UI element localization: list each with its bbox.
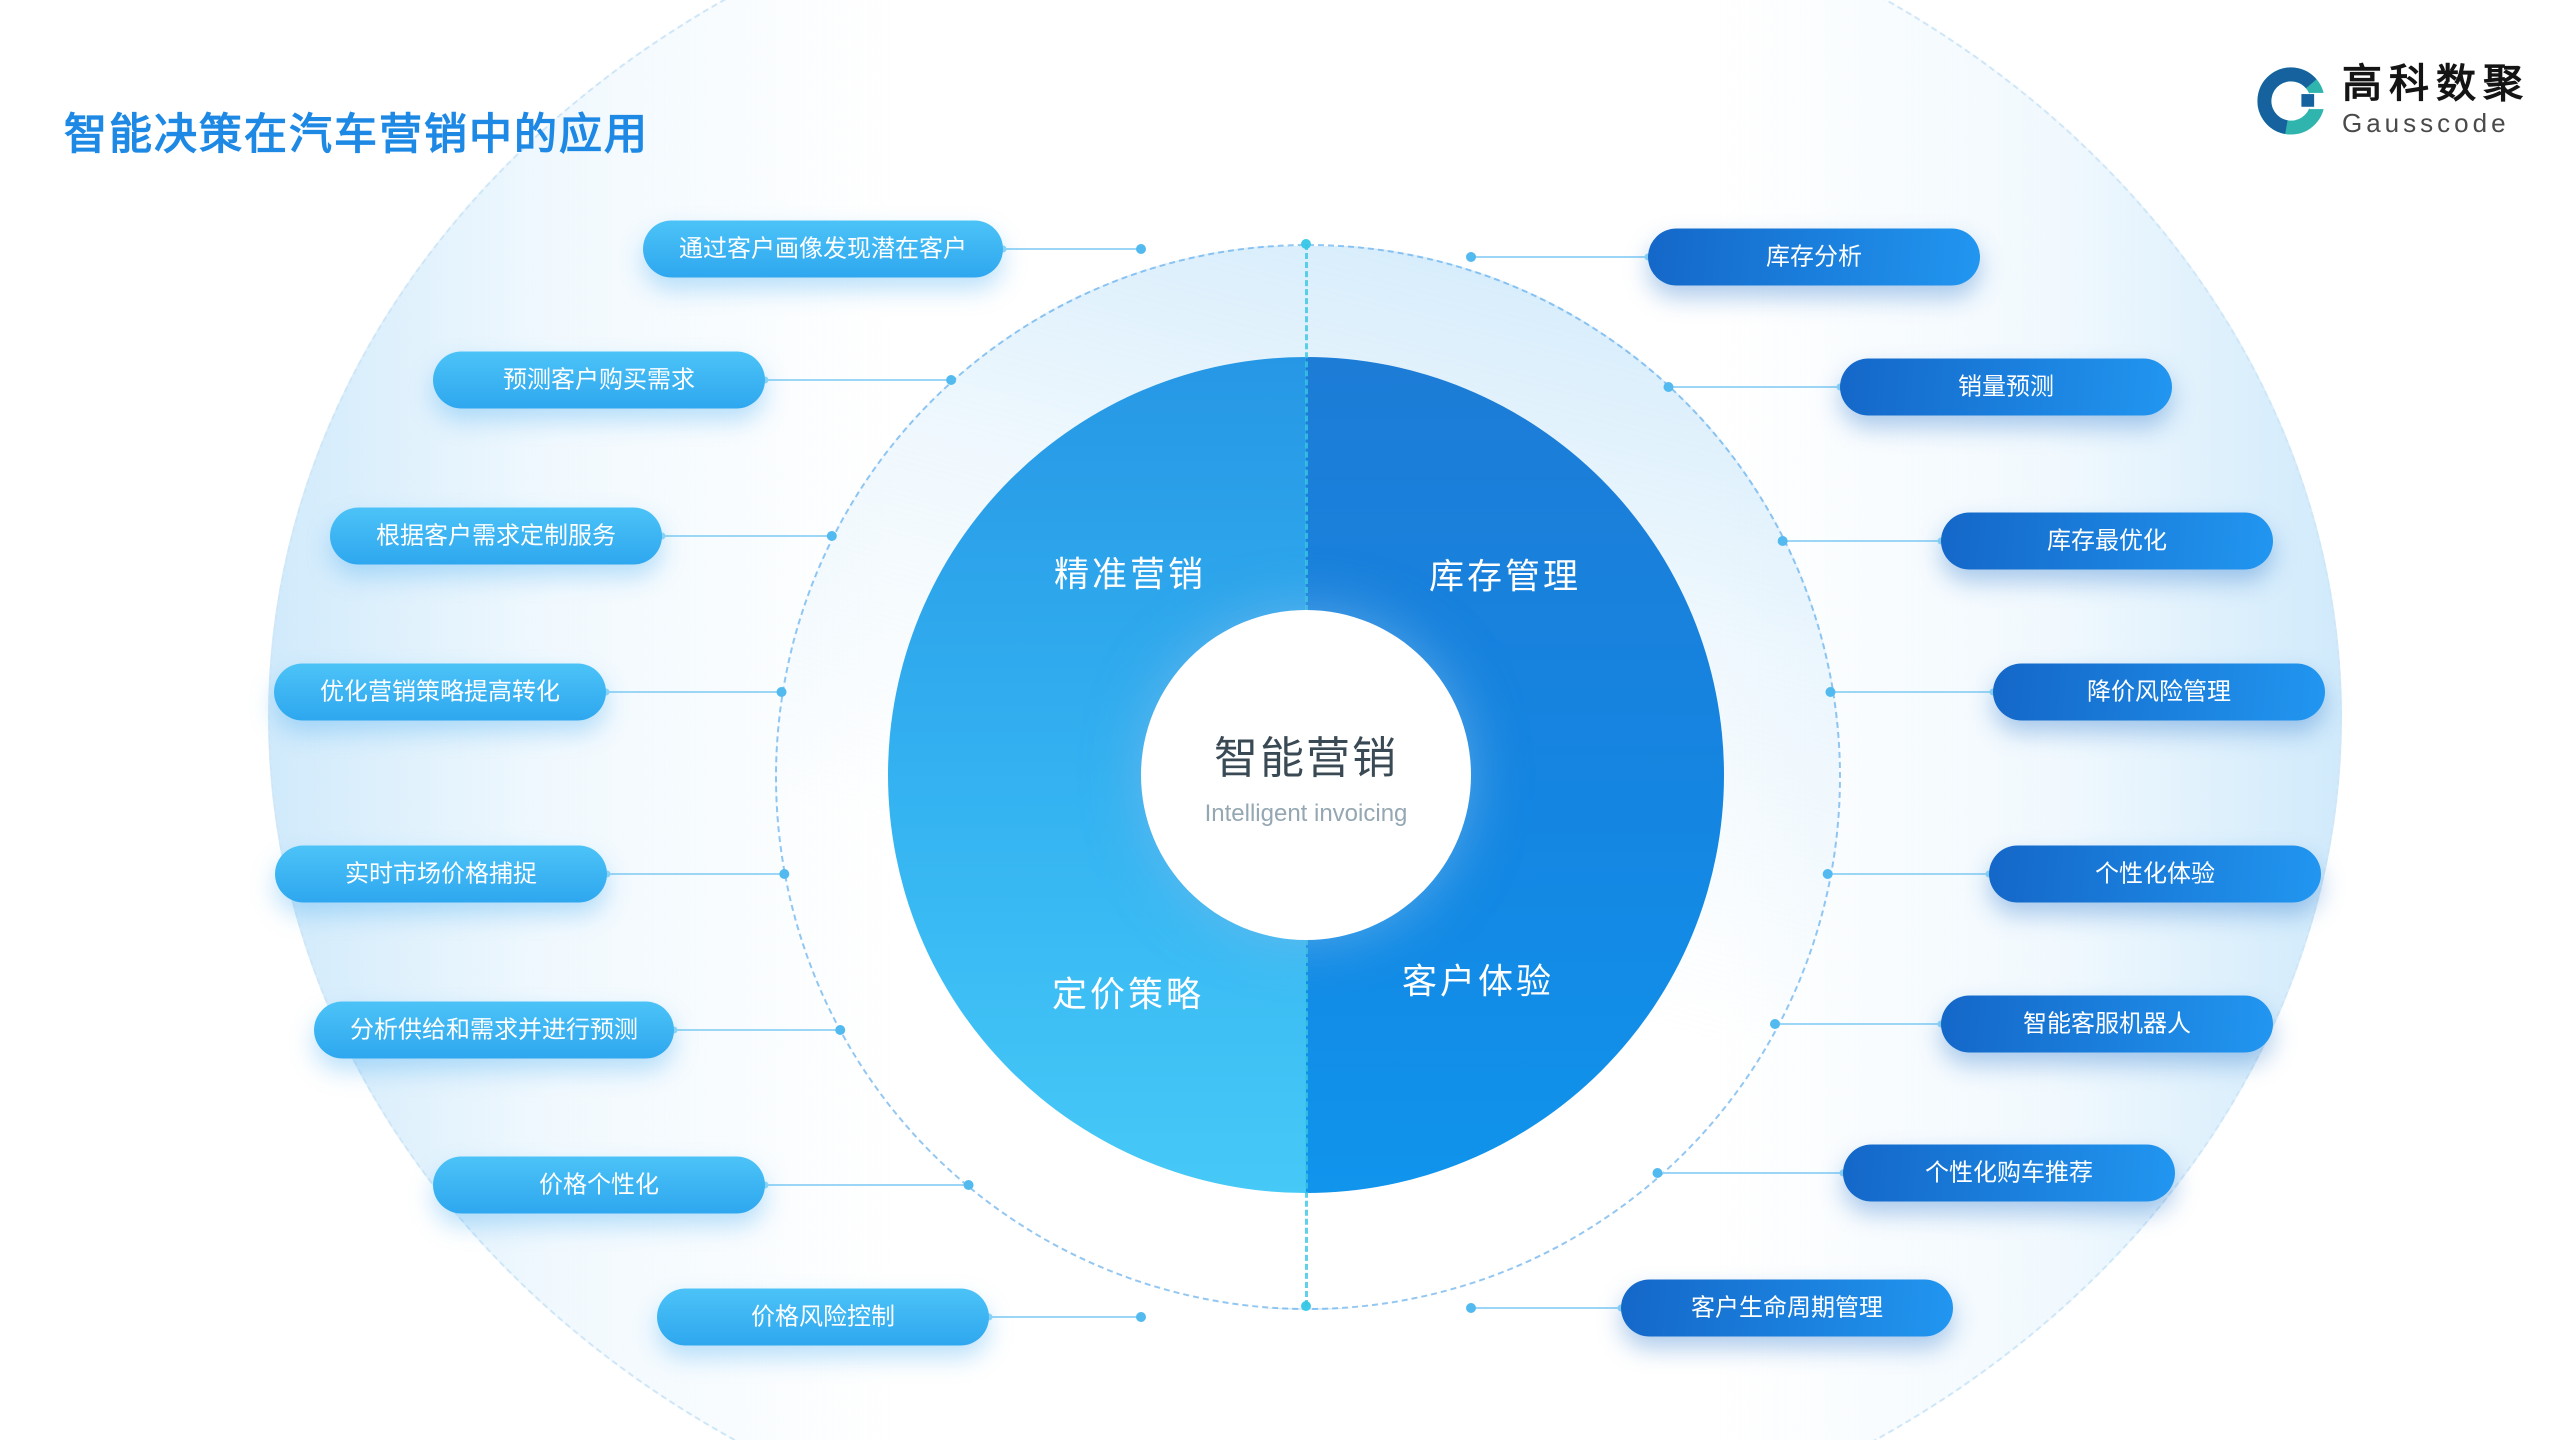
node-pill-predict-demand: 预测客户购买需求	[433, 351, 765, 409]
node-pill-purchase-recommend: 个性化购车推荐	[1843, 1144, 2175, 1202]
quadrant-label-customer-experience: 客户体验	[1401, 962, 1555, 1002]
logo-text-block: 高科数聚 Gausscode	[2342, 62, 2530, 139]
logo-name: 高科数聚	[2342, 62, 2530, 106]
node-pill-service-robot: 智能客服机器人	[1941, 995, 2273, 1053]
center-disc: 智能营销 Intelligent invoicing	[1141, 610, 1471, 940]
node-pill-market-price-capture: 实时市场价格捕捉	[275, 845, 607, 903]
node-pill-optimize-conversion: 优化营销策略提高转化	[274, 663, 606, 721]
center-subtitle: Intelligent invoicing	[1204, 800, 1408, 827]
node-pill-inventory-optimize: 库存最优化	[1941, 512, 2273, 570]
node-pill-customer-profiling: 通过客户画像发现潜在客户	[643, 220, 1003, 278]
node-pill-price-personalize: 价格个性化	[433, 1156, 765, 1214]
gausscode-logo-icon	[2257, 66, 2328, 135]
center-title: 智能营销	[1214, 734, 1398, 783]
node-pill-price-risk-control: 价格风险控制	[657, 1288, 989, 1346]
node-pill-inventory-analysis: 库存分析	[1648, 228, 1980, 286]
brand-logo: 高科数聚 Gausscode	[2254, 62, 2530, 139]
quadrant-label-pricing-strategy: 定价策略	[1051, 975, 1205, 1015]
node-pill-custom-service: 根据客户需求定制服务	[330, 507, 662, 565]
logo-subtitle: Gausscode	[2342, 108, 2510, 138]
quadrant-label-precision-marketing: 精准营销	[1053, 555, 1207, 595]
node-pill-lifecycle-management: 客户生命周期管理	[1621, 1279, 1953, 1337]
node-pill-sales-forecast: 销量预测	[1840, 358, 2172, 416]
node-pill-markdown-risk: 降价风险管理	[1993, 663, 2325, 721]
page-title: 智能决策在汽车营销中的应用	[64, 111, 649, 159]
quadrant-label-inventory-management: 库存管理	[1428, 557, 1582, 597]
node-pill-supply-demand: 分析供给和需求并进行预测	[314, 1001, 674, 1059]
node-pill-personal-experience: 个性化体验	[1989, 845, 2321, 903]
